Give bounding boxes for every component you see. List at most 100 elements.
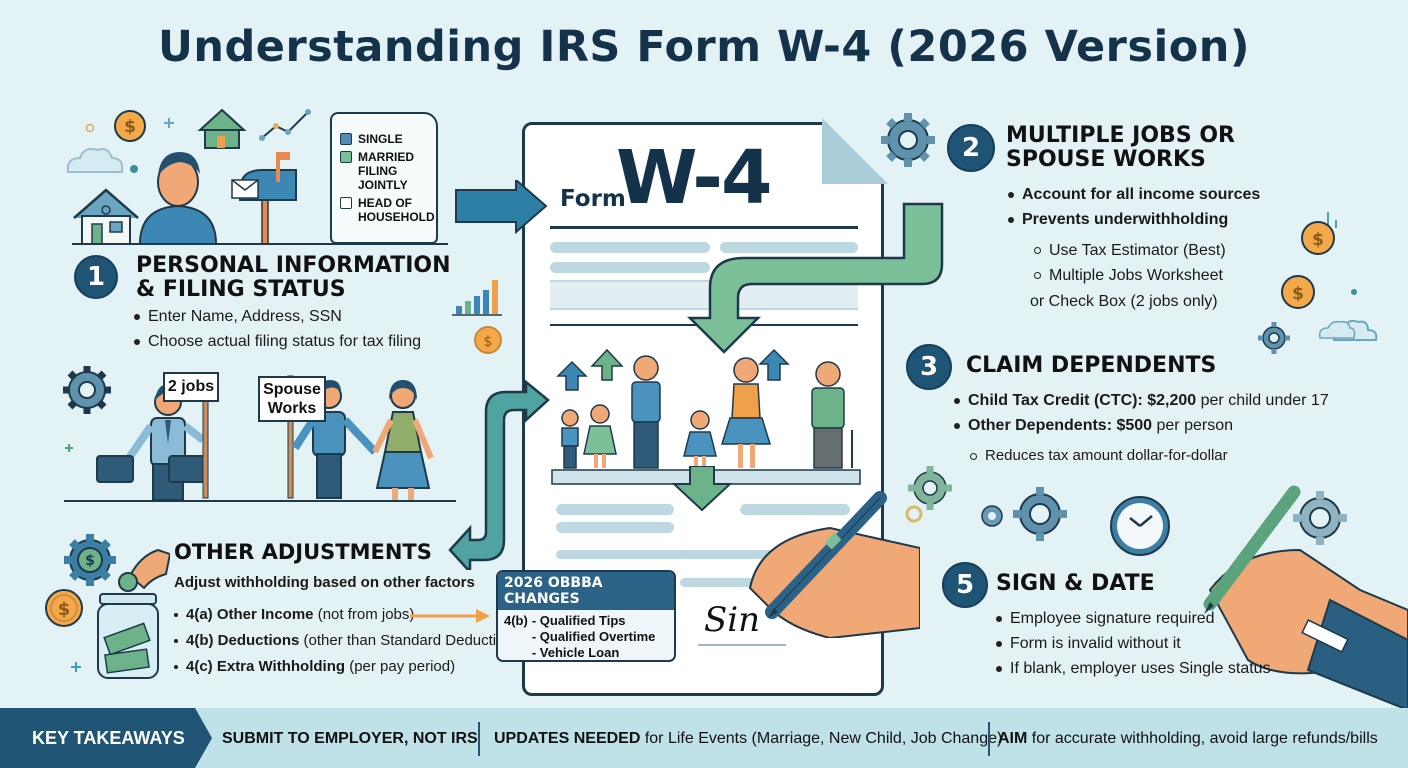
takeaway-aim: AIM for accurate withholding, avoid larg… (998, 730, 1378, 747)
father-icon (631, 355, 661, 469)
gear-icon (1293, 491, 1347, 545)
form-field (556, 522, 674, 533)
step-4-bullets: 4(a) Other Income (not from jobs) 4(b) D… (174, 602, 518, 680)
sub-bullet: Multiple Jobs Worksheet (1034, 263, 1294, 288)
bullet: 4(c) Extra Withholding (per pay period) (174, 654, 518, 680)
svg-text:$: $ (124, 117, 136, 137)
bullet: Enter Name, Address, SSN (134, 304, 464, 329)
trend-line-icon (259, 109, 311, 141)
two-jobs-sign: 2 jobs (163, 372, 219, 402)
sub-bullet: Use Tax Estimator (Best) (1034, 238, 1294, 263)
house-icon (73, 188, 139, 245)
svg-text:$: $ (484, 334, 493, 350)
form-field (720, 242, 858, 253)
green-curved-arrow-icon (686, 202, 944, 354)
svg-text:$: $ (58, 599, 71, 620)
spouse-works-sign: Spouse Works (258, 376, 326, 422)
person-icon (138, 152, 218, 245)
separator (988, 722, 990, 756)
step-5-title: SIGN & DATE (996, 571, 1155, 596)
gear-icon (908, 466, 952, 510)
bullet: 4(a) Other Income (not from jobs) (174, 602, 518, 628)
step-1-title: PERSONAL INFORMATION & FILING STATUS (136, 253, 451, 302)
form-field (550, 262, 710, 273)
step-2-continuation: or Check Box (2 jobs only) (1030, 293, 1218, 310)
clock-icon (1110, 496, 1170, 556)
step-1-badge: 1 (74, 255, 118, 299)
takeaway-updates: UPDATES NEEDED for Life Events (Marriage… (494, 730, 1003, 747)
form-field (556, 550, 856, 559)
form-prefix: Form (560, 186, 626, 212)
checkbox-filled-icon (340, 133, 352, 145)
gear-icon (981, 505, 1003, 527)
step-5-badge: 5 (942, 562, 988, 608)
mother-icon (720, 357, 772, 468)
ground-line (72, 243, 448, 245)
gear-icon (63, 366, 111, 414)
personal-info-illustration: $ (66, 108, 311, 245)
bar-chart-icon: $ (452, 280, 502, 354)
green-house-icon (197, 108, 247, 149)
step-3-bullets: Child Tax Credit (CTC): $2,200 per child… (954, 388, 1329, 438)
step-3-title: CLAIM DEPENDENTS (966, 353, 1217, 378)
signature-line (698, 644, 786, 646)
gear-icon (881, 113, 935, 167)
filing-option-hoh: HEAD OF HOUSEHOLD (340, 196, 435, 224)
bullet: Other Dependents: $500 per person (954, 413, 1329, 438)
bullet: Prevents underwithholding (1008, 207, 1308, 232)
blue-arrow-icon (455, 180, 548, 235)
filing-option-married: MARRIED FILING JOINTLY (340, 150, 428, 192)
form-field (550, 242, 710, 253)
bullet: Child Tax Credit (CTC): $2,200 per child… (954, 388, 1329, 413)
step-4-title: OTHER ADJUSTMENTS (174, 540, 432, 564)
teal-curved-arrow-icon (448, 380, 550, 570)
hand-green-pen-icon (1203, 485, 1408, 710)
filing-status-scroll: SINGLE MARRIED FILING JOINTLY HEAD OF HO… (330, 112, 438, 244)
cloud-icon (66, 148, 124, 173)
form-field (680, 578, 780, 587)
grandparent-icon (811, 361, 853, 469)
gear-icon (1258, 322, 1290, 354)
step-5-bullets: Employee signature required Form is inva… (996, 606, 1306, 681)
obbba-body: 4(b) - Qualified Tips - Qualified Overti… (504, 613, 656, 660)
signature: Sin (704, 600, 761, 640)
checkbox-checked-icon (340, 151, 352, 163)
gears-clock-illustration (905, 466, 1067, 541)
step-2-badge: 2 (947, 124, 995, 172)
form-field (556, 504, 674, 515)
separator (478, 722, 480, 756)
green-down-arrow-icon (672, 466, 732, 512)
bullet: 4(b) Deductions (other than Standard Ded… (174, 628, 518, 654)
takeaway-submit: SUBMIT TO EMPLOYER, NOT IRS (222, 730, 478, 747)
hand-coin-icon (118, 548, 170, 592)
bullet: If blank, employer uses Single status (996, 656, 1306, 681)
couple-icon (291, 380, 434, 500)
gear-dollar-icon: $ (64, 534, 116, 586)
bullet: Employee signature required (996, 606, 1306, 631)
step-1-bullets: Enter Name, Address, SSN Choose actual f… (134, 304, 464, 354)
page-title: Understanding IRS Form W-4 (2026 Version… (157, 22, 1250, 72)
cloud-icon (1318, 320, 1356, 339)
gear-icon (1013, 487, 1067, 541)
svg-text:$: $ (1292, 284, 1304, 304)
hand-pen-icon (748, 491, 920, 638)
form-field (740, 504, 850, 515)
step-2-sub-bullets: Use Tax Estimator (Best) Multiple Jobs W… (1034, 238, 1294, 288)
child-icon (583, 404, 617, 468)
step-3-badge: 3 (906, 344, 952, 390)
child-icon (683, 410, 717, 468)
svg-text:$: $ (1312, 230, 1324, 250)
step-4-subtitle: Adjust withholding based on other factor… (174, 574, 475, 591)
divider (550, 226, 858, 229)
checkbox-empty-icon (340, 197, 352, 209)
key-takeaways-label: KEY TAKEAWAYS (0, 708, 212, 768)
bullet: Account for all income sources (1008, 182, 1308, 207)
step-2-title: MULTIPLE JOBS OR SPOUSE WORKS (1006, 123, 1235, 172)
bullet: Form is invalid without it (996, 631, 1306, 656)
filing-option-single: SINGLE (340, 132, 428, 146)
key-takeaways-bar (0, 708, 1408, 768)
jar-icon (97, 593, 159, 679)
obbba-changes-box: 2026 OBBBA CHANGES 4(b) - Qualified Tips… (496, 570, 676, 662)
child-icon (561, 409, 579, 469)
savings-jar-illustration: $ $ (45, 534, 170, 679)
